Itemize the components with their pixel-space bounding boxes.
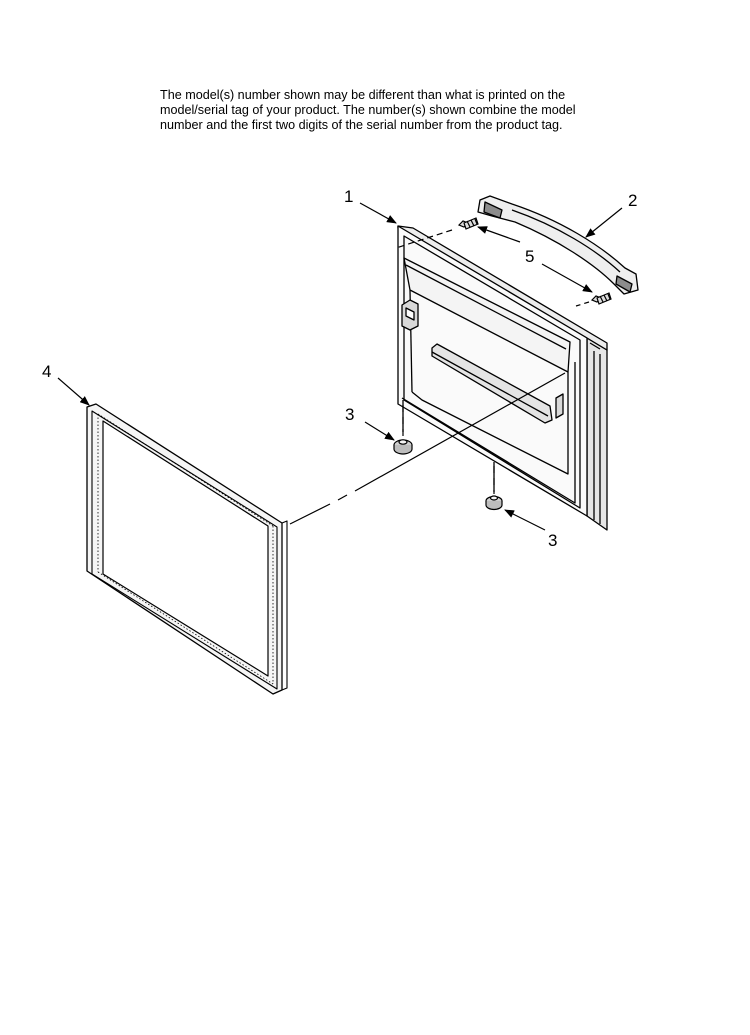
callout-2: 2 (628, 191, 637, 210)
callout-4: 4 (42, 362, 51, 381)
handle-screw-lower (590, 292, 612, 305)
callout-1: 1 (344, 187, 353, 206)
freezer-door (397, 225, 608, 531)
arrow-door (359, 202, 397, 224)
callout-3-right: 3 (548, 531, 557, 550)
arrow-foot-left (364, 421, 395, 441)
callout-5: 5 (525, 247, 534, 266)
callout-arrows (57, 202, 623, 531)
note-line-1: The model(s) number shown may be differe… (160, 88, 566, 102)
note-line-3: number and the first two digits of the s… (160, 118, 563, 132)
handle-screw-upper (457, 217, 479, 230)
note-line-2: model/serial tag of your product. The nu… (160, 103, 576, 117)
door-foot-left (393, 439, 413, 455)
assembly-lines (289, 229, 590, 525)
arrow-screw-lower (541, 263, 593, 293)
callout-3-left: 3 (345, 405, 354, 424)
arrow-gasket (57, 377, 90, 406)
model-number-note: The model(s) number shown may be differe… (160, 88, 630, 133)
arrow-handle (585, 207, 623, 238)
door-handle (477, 195, 639, 295)
door-foot-right (485, 495, 503, 511)
arrow-screw-upper (477, 226, 521, 243)
arrow-foot-right (504, 509, 546, 531)
door-gasket (86, 403, 288, 695)
